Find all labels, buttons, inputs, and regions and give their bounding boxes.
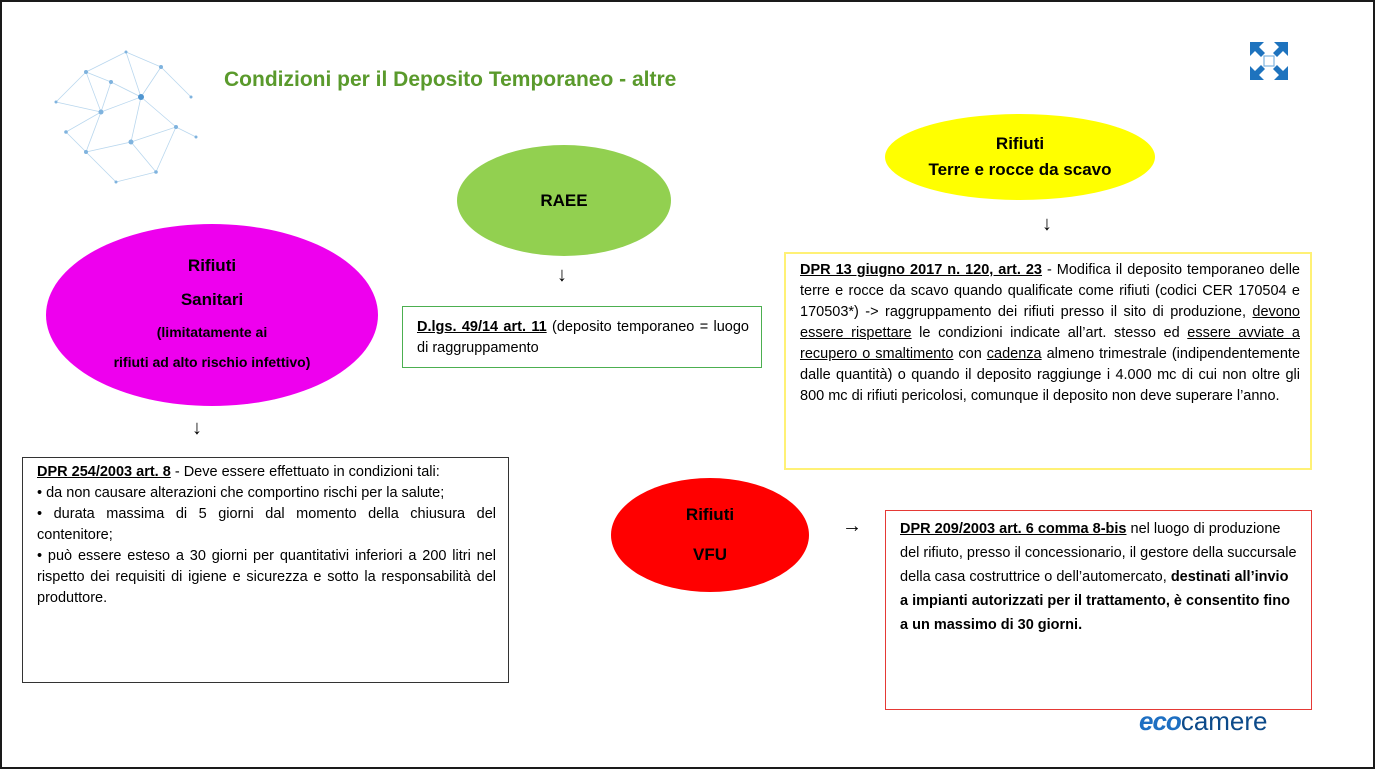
ecocamere-logo: ecocamere (1139, 706, 1268, 737)
terre-label-1: Rifiuti (995, 134, 1045, 153)
network-globe-icon (54, 50, 198, 184)
sanitari-item-2: • durata massima di 5 giorni dal momento… (37, 506, 496, 543)
terre-textbox: DPR 13 giugno 2017 n. 120, art. 23 - Mod… (784, 252, 1312, 470)
terre-text-2: le condizioni indicate all’art. stesso e… (911, 325, 1188, 341)
terre-label-2: Terre e rocce da scavo (928, 160, 1112, 179)
ellipse-raee: RAEE (457, 145, 671, 256)
terre-underline-3: cadenza (986, 346, 1042, 362)
raee-text: (deposito temporaneo = luogo di raggrupp… (417, 319, 749, 356)
arrow-down-icon: ↓ (192, 417, 202, 439)
sanitari-textbox: DPR 254/2003 art. 8 - Deve essere effett… (22, 457, 509, 683)
vfu-reference: DPR 209/2003 art. 6 comma 8-bis (900, 521, 1127, 537)
raee-textbox: D.lgs. 49/14 art. 11 (deposito temporane… (402, 306, 762, 368)
sanitari-label-3: (limitatamente ai (156, 324, 268, 340)
arrow-down-icon: ↓ (557, 264, 567, 286)
raee-reference: D.lgs. 49/14 art. 11 (417, 319, 547, 335)
vfu-bold-text: destinati all’invio a impianti autorizza… (900, 569, 1290, 633)
sanitari-item-1: • da non causare alterazioni che comport… (37, 485, 445, 501)
ellipse-terre-rocce: Rifiuti Terre e rocce da scavo (885, 114, 1155, 200)
vfu-textbox: DPR 209/2003 art. 6 comma 8-bis nel luog… (885, 510, 1312, 710)
terre-text-4: almeno trimestrale (indipendentemente da… (800, 346, 1301, 404)
raee-label: RAEE (540, 190, 588, 210)
terre-text-1: - Modifica il deposito temporaneo delle … (800, 262, 1300, 320)
terre-underline-2: essere avviate a recupero o smaltimento (800, 325, 1300, 362)
page-title: Condizioni per il Deposito Temporaneo - … (224, 68, 677, 91)
sanitari-label-4: rifiuti ad alto rischio infettivo) (113, 354, 311, 370)
terre-text-3: con (953, 346, 987, 362)
sanitari-label-2: Sanitari (180, 290, 244, 309)
ecocamere-logo-eco: eco (1139, 706, 1182, 736)
sanitari-item-3: • può essere esteso a 30 giorni per quan… (37, 548, 496, 606)
expand-arrows-logo-icon (1250, 42, 1288, 80)
sanitari-reference: DPR 254/2003 art. 8 (37, 464, 171, 480)
ecocamere-logo-camere: camere (1180, 706, 1268, 736)
vfu-label-2: VFU (693, 545, 727, 564)
ellipse-rifiuti-sanitari: Rifiuti Sanitari (limitatamente ai rifiu… (46, 224, 378, 406)
sanitari-label-1: Rifiuti (187, 256, 237, 275)
arrow-right-icon: → (842, 515, 862, 537)
terre-reference: DPR 13 giugno 2017 n. 120, art. 23 (800, 262, 1042, 278)
ellipse-rifiuti-vfu: Rifiuti VFU (611, 478, 809, 592)
vfu-text-1: nel luogo di produzione del rifiuto, pre… (900, 521, 1297, 585)
arrow-down-icon: ↓ (1042, 213, 1052, 235)
sanitari-intro: - Deve essere effettuato in condizioni t… (170, 464, 440, 480)
terre-underline-1: devono essere rispettare (800, 304, 1300, 341)
vfu-label-1: Rifiuti (685, 505, 735, 524)
